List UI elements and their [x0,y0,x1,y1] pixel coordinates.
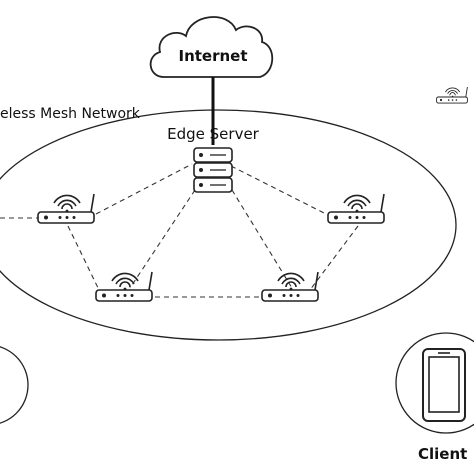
right-client-circle [395,332,474,434]
wifi-router-icon-small [436,86,468,104]
mesh-network-label: eless Mesh Network [0,106,141,122]
cloud-icon [149,16,274,78]
edge-server-label: Edge Server [167,125,260,143]
wifi-router-icon [37,193,95,224]
mesh-links [0,163,359,298]
client-label: Client [418,445,467,463]
wifi-router-icon [327,193,385,224]
wifi-router-icon [95,271,153,302]
left-client-circle [0,346,29,424]
server-rack-icon [193,147,233,193]
smartphone-icon [422,348,466,422]
wifi-router-icon [261,271,319,302]
internet-label: Internet [178,47,247,65]
mesh-network-boundary [0,109,457,341]
